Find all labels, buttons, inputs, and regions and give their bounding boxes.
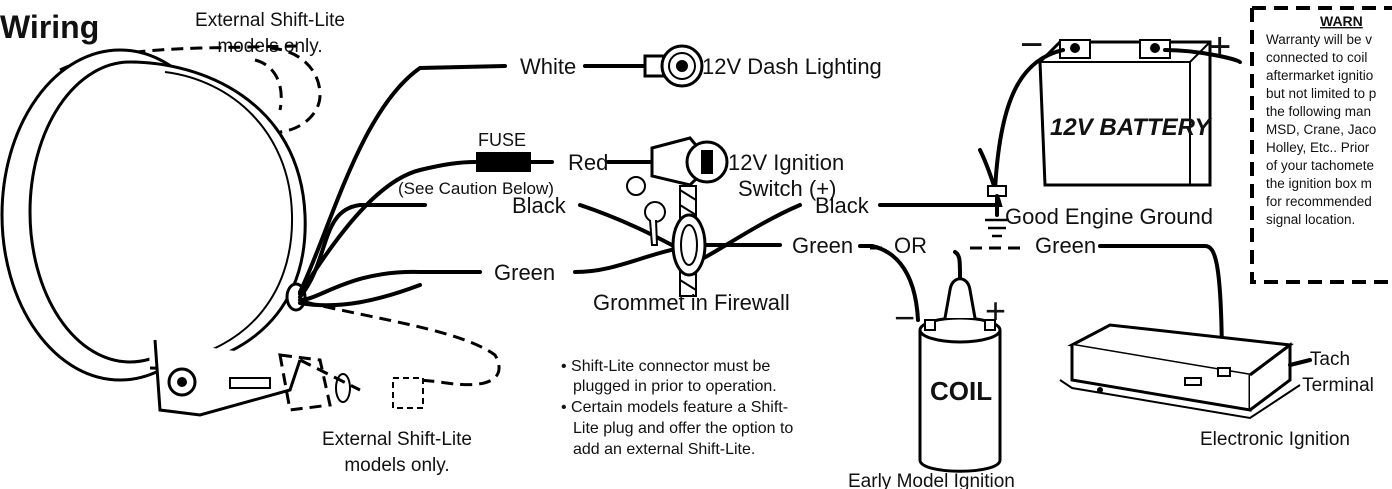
battery <box>1038 39 1212 187</box>
electronic-ignition-box <box>1059 323 1312 420</box>
fuse <box>476 152 531 172</box>
warning-line-2: connected to coil <box>1266 50 1367 65</box>
wire-label-white: White <box>520 54 576 79</box>
warning-title: WARN <box>1320 13 1363 29</box>
tachometer-gauge <box>0 44 322 417</box>
warning-line-5: the following man <box>1266 104 1371 119</box>
external-shiftlite-bottom-line1: External Shift-Lite <box>322 429 472 450</box>
note-line-2: plugged in prior to operation. <box>573 378 777 395</box>
tach-terminal-line2: Terminal <box>1302 375 1374 396</box>
ignition-switch <box>650 136 729 187</box>
grommet-label: Grommet in Firewall <box>593 290 790 315</box>
dash-lighting-label: 12V Dash Lighting <box>702 54 882 79</box>
tach-terminal-line1: Tach <box>1310 349 1350 370</box>
warning-line-4: but not limited to p <box>1266 86 1376 101</box>
battery-label: 12V BATTERY <box>1050 114 1212 141</box>
early-ignition-label: Early Model Ignition <box>848 471 1015 489</box>
electronic-ignition-label: Electronic Ignition <box>1200 429 1350 450</box>
note-line-3: • Certain models feature a Shift- <box>561 399 788 416</box>
warning-line-7: Holley, Etc.. Prior <box>1266 140 1370 155</box>
fuse-caution: (See Caution Below) <box>398 179 554 198</box>
ignition-coil <box>918 250 1002 473</box>
wire-label-green-left: Green <box>494 260 555 285</box>
ground-symbol <box>985 185 1009 238</box>
warning-line-3: aftermarket ignitio <box>1266 68 1373 83</box>
shiftlite-connector-plug <box>278 353 424 412</box>
warning-line-9: the ignition box m <box>1266 176 1372 191</box>
coil-minus: − <box>894 297 915 338</box>
warning-line-1: Warranty will be v <box>1266 32 1372 47</box>
notes: • Shift-Lite connector must be plugged i… <box>561 358 793 458</box>
wire-label-green-right: Green <box>1035 233 1096 258</box>
key-icon <box>626 176 666 246</box>
coil-plus: + <box>985 290 1006 331</box>
ignition-switch-label-line1: 12V Ignition <box>728 150 844 175</box>
battery-minus: − <box>1020 23 1043 67</box>
warning-line-8: of your tachomete <box>1266 158 1374 173</box>
note-line-4: Lite plug and offer the option to <box>573 420 793 437</box>
warning-box: WARN Warranty will be v connected to coi… <box>1250 6 1392 284</box>
warning-line-10: for recommended <box>1266 194 1372 209</box>
warning-line-11: signal location. <box>1266 212 1355 227</box>
external-shiftlite-bottom-line2: models only. <box>344 455 449 476</box>
shiftlite-dashed-wire <box>304 300 501 387</box>
wire-label-red: Red <box>568 150 608 175</box>
warning-line-6: MSD, Crane, Jaco <box>1266 122 1376 137</box>
ignition-switch-label-line2: Switch (+) <box>738 176 836 201</box>
dash-lighting-bulb <box>643 44 704 88</box>
firewall-grommet <box>671 185 707 297</box>
wire-label-black-left: Black <box>512 193 567 218</box>
note-line-5: add an external Shift-Lite. <box>573 441 755 458</box>
fuse-label: FUSE <box>478 130 526 150</box>
wire-label-black-right: Black <box>815 193 870 218</box>
external-shiftlite-top-line1: External Shift-Lite <box>195 10 345 31</box>
note-line-1: • Shift-Lite connector must be <box>561 358 770 375</box>
title: Wiring <box>0 9 99 45</box>
ground-label: Good Engine Ground <box>1005 204 1213 229</box>
coil-label: COIL <box>930 376 992 406</box>
battery-plus: + <box>1208 25 1231 69</box>
wire-label-green-mid: Green <box>792 233 853 258</box>
wire-white <box>298 64 507 294</box>
wire-label-or: OR <box>894 233 927 258</box>
